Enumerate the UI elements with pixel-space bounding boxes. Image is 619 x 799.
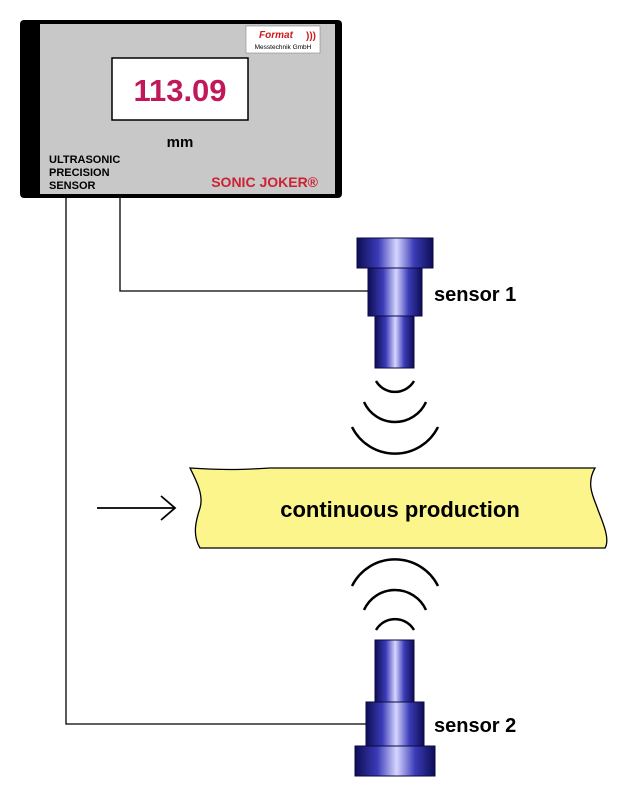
- wire-sensor-2: [65, 197, 366, 725]
- sensor-2-label: sensor 2: [434, 715, 516, 737]
- production-label: continuous production: [280, 497, 520, 522]
- description-line-2: PRECISION: [49, 167, 110, 179]
- display-reading: 113.09: [133, 73, 226, 108]
- display-screen: [111, 57, 249, 121]
- description-line-1: ULTRASONIC: [49, 154, 120, 166]
- company-name: Messtechnik GmbH: [255, 44, 312, 51]
- company-logo: Format ))) Messtechnik GmbH: [245, 25, 321, 54]
- brand-name: SONIC JOKER®: [211, 174, 318, 190]
- production-strip: continuous production: [188, 467, 608, 549]
- logo-text: Format: [259, 30, 294, 41]
- ultrasonic-wave-icon: [350, 558, 440, 631]
- arrow-right-icon: [97, 495, 177, 521]
- description-line-3: SENSOR: [49, 180, 96, 192]
- sensor-1-label: sensor 1: [434, 284, 516, 306]
- connection-wires: [65, 197, 368, 725]
- sensor-probe-icon: [356, 237, 434, 369]
- ultrasonic-wave-icon: [350, 380, 440, 455]
- display-unit: mm: [167, 134, 194, 151]
- measurement-device: Format ))) Messtechnik GmbH 113.09 mm UL…: [20, 20, 342, 198]
- logo-wave-icon: ))): [306, 31, 316, 42]
- sensor-probe-icon: [354, 639, 436, 777]
- wire-sensor-1: [119, 197, 368, 292]
